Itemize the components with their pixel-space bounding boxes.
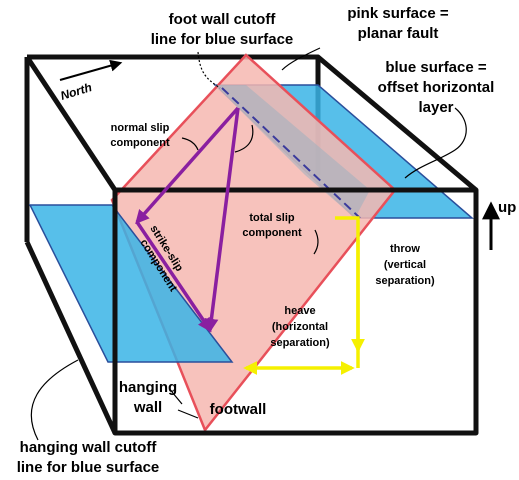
label-footwall-cutoff-2: line for blue surface	[151, 31, 294, 48]
label-heave-1: heave	[284, 305, 315, 317]
label-blue-surface-1: blue surface =	[385, 59, 487, 76]
slip-arrows	[135, 106, 240, 333]
strike-slip-arrow	[135, 221, 212, 333]
label-blue-surface-2: offset horizontal	[378, 79, 495, 96]
separation-arrows	[243, 216, 365, 375]
label-total-slip-2: component	[242, 227, 302, 239]
label-hanging-cutoff-2: line for blue surface	[17, 459, 160, 476]
block-front-edges	[24, 187, 479, 436]
label-throw-1: throw	[390, 243, 420, 255]
label-throw-3: separation)	[375, 275, 435, 287]
label-footwall: footwall	[210, 401, 267, 418]
label-heave-2: (horizontal	[272, 321, 328, 333]
label-hanging-wall-2: wall	[133, 399, 162, 416]
north-arrow	[59, 59, 123, 81]
label-north: North	[59, 80, 94, 103]
label-heave-3: separation)	[270, 337, 330, 349]
label-footwall-cutoff-1: foot wall cutoff	[169, 11, 277, 28]
label-hanging-cutoff-1: hanging wall cutoff	[20, 439, 158, 456]
normal-slip-arrow	[135, 106, 240, 225]
label-normal-slip-2: component	[110, 137, 170, 149]
leader-lines	[30, 47, 467, 441]
total-slip-arrow	[204, 107, 240, 333]
label-up: up	[498, 199, 516, 216]
label-pink-surface-2: planar fault	[358, 25, 439, 42]
label-throw-2: (vertical	[384, 259, 426, 271]
label-normal-slip-1: normal slip	[111, 122, 170, 134]
label-blue-surface-3: layer	[418, 99, 453, 116]
label-pink-surface-1: pink surface =	[347, 5, 449, 22]
label-total-slip-1: total slip	[249, 212, 295, 224]
label-hanging-wall-1: hanging	[119, 379, 177, 396]
footwall-cutoff-line	[221, 87, 361, 219]
blue-layer-hangingwall	[28, 204, 234, 363]
